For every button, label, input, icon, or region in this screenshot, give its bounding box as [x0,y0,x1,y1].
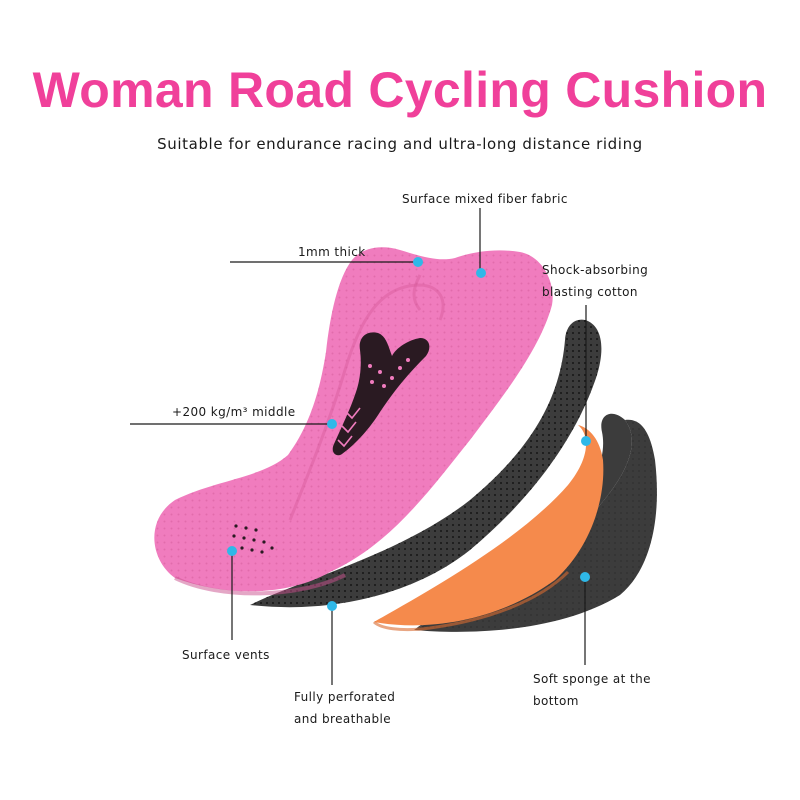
page-title: Woman Road Cycling Cushion [32,62,768,118]
label-sponge-line2: bottom [533,694,579,708]
label-sponge-line1: Soft sponge at the [533,672,651,686]
pink-top-layer [154,247,553,596]
label-surface-vents: Surface vents [182,648,270,662]
marker-shock-cotton [581,436,591,446]
perforated-middle-layer [250,319,602,608]
marker-surface-fabric [476,268,486,278]
marker-perforated [327,601,337,611]
label-surface-fabric: Surface mixed fiber fabric [402,192,568,206]
marker-density [327,419,337,429]
orange-cotton-layer [372,425,604,632]
bottom-sponge-layer [414,413,657,632]
label-thickness: 1mm thick [298,245,366,259]
label-perforated-line2: and breathable [294,712,392,726]
page-subtitle: Suitable for endurance racing and ultra-… [157,135,643,153]
label-shock-line2: blasting cotton [542,285,638,299]
label-perforated-line1: Fully perforated [294,690,396,704]
label-shock-line1: Shock-absorbing [542,263,649,277]
callout-lines [130,208,587,685]
marker-surface-vents [227,546,237,556]
label-density: +200 kg/m³ middle [172,405,296,419]
marker-thickness [413,257,423,267]
marker-soft-sponge [580,572,590,582]
